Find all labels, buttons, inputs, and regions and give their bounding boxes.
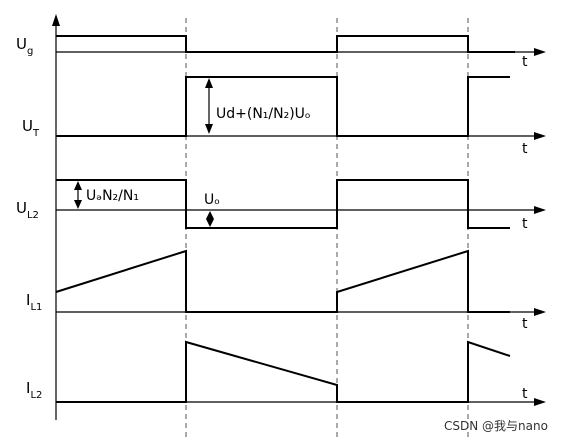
ug-axis-arrow-icon [534,48,546,56]
ug-time-label: t [522,54,528,70]
il1-axis-arrow-icon [534,308,546,316]
il1-label: IL1 [26,291,42,313]
ut-amplitude-up-arrow-icon [205,78,213,88]
il2-time-label: t [522,386,528,402]
ul2-axis-arrow-icon [534,206,546,214]
il1-waveform [55,249,510,313]
ul2-label: UL2 [16,199,39,221]
ul2-time-label: t [522,216,528,232]
vertical-axis-arrow-icon [52,14,60,26]
ut-amplitude-annotation: Ud+(N₁/N₂)Uₒ [216,106,311,122]
ul2-positive-annotation: UₔN₂/N₁ [86,188,139,204]
ug-label: Ug [16,35,33,57]
ut-axis-arrow-icon [534,132,546,140]
il2-waveform [56,340,511,403]
ul2-negative-down-arrow-icon [206,219,214,227]
ut-time-label: t [522,141,528,157]
il2-axis-arrow-icon [534,398,546,406]
il2-label: IL2 [26,379,42,401]
il1-time-label: t [522,316,528,332]
ut-amplitude-down-arrow-icon [205,124,213,134]
ul2-waveform [56,179,510,229]
ut-label: UT [22,117,40,139]
ul2-positive-down-arrow-icon [74,200,82,209]
ut-waveform [56,76,510,137]
ug-waveform [56,35,515,53]
watermark: CSDN @我与nano [444,419,548,433]
ul2-negative-up-arrow-icon [206,211,214,219]
ul2-negative-annotation: Uₒ [204,192,220,208]
ul2-positive-up-arrow-icon [74,181,82,190]
